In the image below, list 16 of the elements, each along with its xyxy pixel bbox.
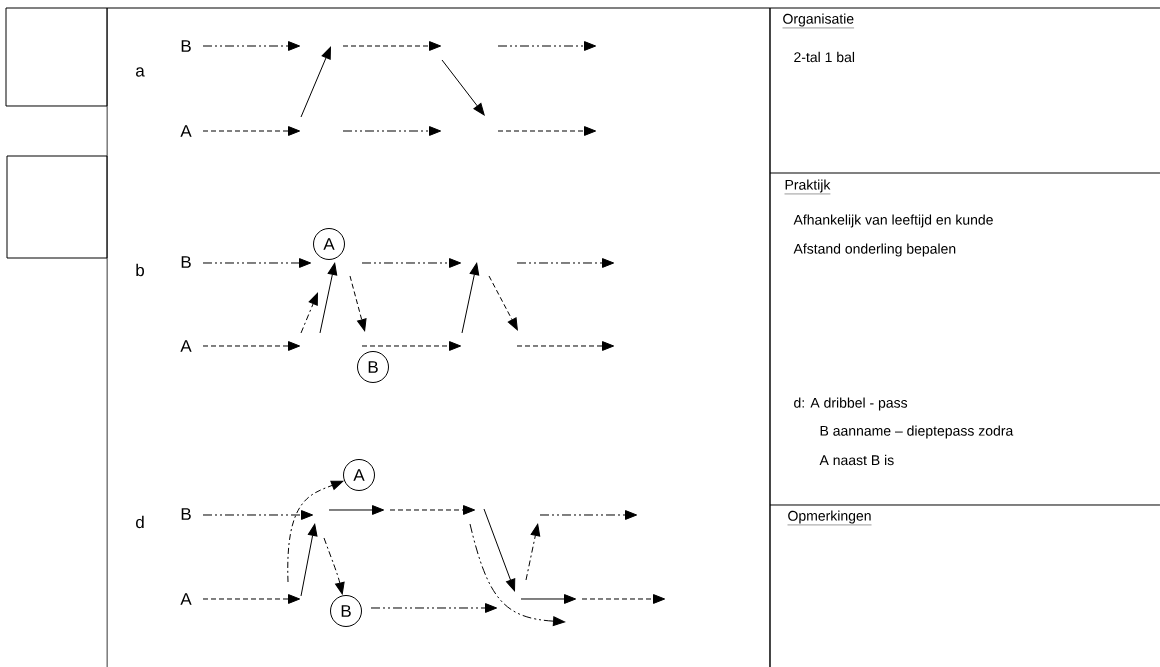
player-label: B xyxy=(181,508,191,520)
movement-arrow xyxy=(323,537,345,595)
empty-box xyxy=(6,155,108,259)
info-panel: Praktijk Afhankelijk van leeftijd en kunde Afstand onderling bepalen d: A dribbel - pass B aanname – dieptepass zodra A naast B is xyxy=(769,172,1160,506)
player-label: B xyxy=(181,40,191,52)
movement-arrow xyxy=(287,480,344,583)
row-label: b xyxy=(136,263,144,277)
empty-box xyxy=(5,7,108,107)
player-label: A xyxy=(180,125,192,137)
row-label: d xyxy=(136,515,144,529)
info-panel: Opmerkingen xyxy=(769,504,1160,667)
player-label: B xyxy=(181,256,191,268)
player-label: A xyxy=(180,593,192,605)
info-panel: Organisatie 2-tal 1 bal xyxy=(769,7,1160,174)
player-label: A xyxy=(180,340,192,352)
row-label: a xyxy=(136,67,145,77)
